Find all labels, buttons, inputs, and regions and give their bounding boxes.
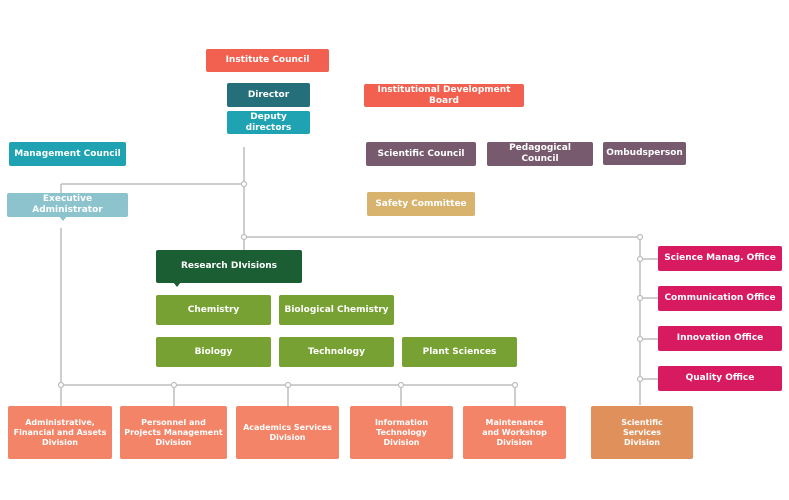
executive-administrator-pointer bbox=[59, 216, 67, 221]
pedagogical-council-node[interactable]: Pedagogical Council bbox=[487, 142, 593, 166]
personnel-projects-management-division-node[interactable]: Personnel and Projects Management Divisi… bbox=[120, 406, 227, 459]
executive-administrator-node[interactable]: Executive Administrator bbox=[7, 193, 128, 217]
administrative-financial-assets-division-node[interactable]: Administrative, Financial and Assets Div… bbox=[8, 406, 112, 459]
div-admin-line-1: Administrative, bbox=[25, 417, 95, 427]
director-node[interactable]: Director bbox=[227, 83, 310, 107]
technology-label: Technology bbox=[308, 346, 365, 357]
innovation-office-label: Innovation Office bbox=[676, 333, 764, 343]
quality-office-label: Quality Office bbox=[685, 373, 755, 383]
div-admin-line-3: Division bbox=[41, 437, 79, 447]
div-personnel-line-1: Personnel and bbox=[141, 417, 206, 427]
biological-chemistry-node[interactable]: Biological Chemistry bbox=[279, 295, 394, 325]
institutional-development-board-node[interactable]: Institutional Development Board bbox=[364, 84, 524, 107]
biology-node[interactable]: Biology bbox=[156, 337, 271, 367]
research-divisions-pointer bbox=[173, 282, 181, 287]
div-personnel-line-2: Projects Management bbox=[124, 427, 223, 437]
div-maintenance-line-2: and Workshop bbox=[482, 427, 547, 437]
pedagogical-council-label: Pedagogical Council bbox=[509, 143, 571, 164]
div-personnel-line-3: Division bbox=[155, 437, 192, 447]
information-technology-division-node[interactable]: Information Technology Division bbox=[350, 406, 453, 459]
management-council-node[interactable]: Management Council bbox=[9, 142, 126, 166]
ombudsperson-label: Ombudsperson bbox=[606, 148, 683, 158]
div-academics-line-2: Division bbox=[269, 432, 306, 442]
management-council-label: Management Council bbox=[14, 148, 121, 159]
div-maintenance-line-3: Division bbox=[496, 437, 533, 447]
div-scientific-line-2: Services bbox=[622, 427, 662, 437]
deputy-directors-node[interactable]: Deputy directors bbox=[227, 111, 310, 134]
scientific-council-node[interactable]: Scientific Council bbox=[366, 142, 476, 166]
div-it-line-2: Technology bbox=[376, 427, 427, 437]
div-scientific-line-3: Division bbox=[623, 437, 661, 447]
innovation-office-node[interactable]: Innovation Office bbox=[658, 326, 782, 351]
deputy-directors-label: Deputy directors bbox=[245, 111, 292, 133]
plant-sciences-label: Plant Sciences bbox=[422, 346, 497, 357]
director-label: Director bbox=[247, 89, 290, 100]
research-divisions-node[interactable]: Research DIvisions bbox=[156, 250, 302, 283]
chemistry-node[interactable]: Chemistry bbox=[156, 295, 271, 325]
maintenance-workshop-division-node[interactable]: Maintenance and Workshop Division bbox=[463, 406, 566, 459]
communication-office-label: Communication Office bbox=[664, 293, 776, 303]
div-it-line-3: Division bbox=[383, 437, 420, 447]
div-academics-line-1: Academics Services bbox=[243, 422, 332, 432]
research-divisions-label: Research DIvisions bbox=[180, 261, 278, 271]
biology-label: Biology bbox=[194, 346, 233, 357]
quality-office-node[interactable]: Quality Office bbox=[658, 366, 782, 391]
div-scientific-line-1: Scientific bbox=[621, 417, 663, 427]
communication-office-node[interactable]: Communication Office bbox=[658, 286, 782, 311]
institute-council-label: Institute Council bbox=[225, 55, 310, 65]
science-manag-office-node[interactable]: Science Manag. Office bbox=[658, 246, 782, 271]
scientific-services-division-node[interactable]: Scientific Services Division bbox=[591, 406, 693, 459]
science-manag-office-label: Science Manag. Office bbox=[664, 253, 776, 263]
executive-administrator-label: Executive Administrator bbox=[32, 194, 103, 215]
safety-committee-label: Safety Committee bbox=[375, 198, 467, 209]
biological-chemistry-label: Biological Chemistry bbox=[284, 304, 389, 315]
div-admin-line-2: Financial and Assets bbox=[13, 427, 107, 437]
institute-council-node[interactable]: Institute Council bbox=[206, 49, 329, 72]
div-maintenance-line-1: Maintenance bbox=[485, 417, 544, 427]
chemistry-label: Chemistry bbox=[187, 304, 240, 315]
scientific-council-label: Scientific Council bbox=[377, 148, 465, 159]
technology-node[interactable]: Technology bbox=[279, 337, 394, 367]
ombudsperson-node[interactable]: Ombudsperson bbox=[603, 142, 686, 165]
div-it-line-1: Information bbox=[374, 417, 429, 427]
institutional-development-board-label: Institutional Development Board bbox=[377, 84, 511, 106]
safety-committee-node[interactable]: Safety Committee bbox=[367, 192, 475, 216]
plant-sciences-node[interactable]: Plant Sciences bbox=[402, 337, 517, 367]
academics-services-division-node[interactable]: Academics Services Division bbox=[236, 406, 339, 459]
